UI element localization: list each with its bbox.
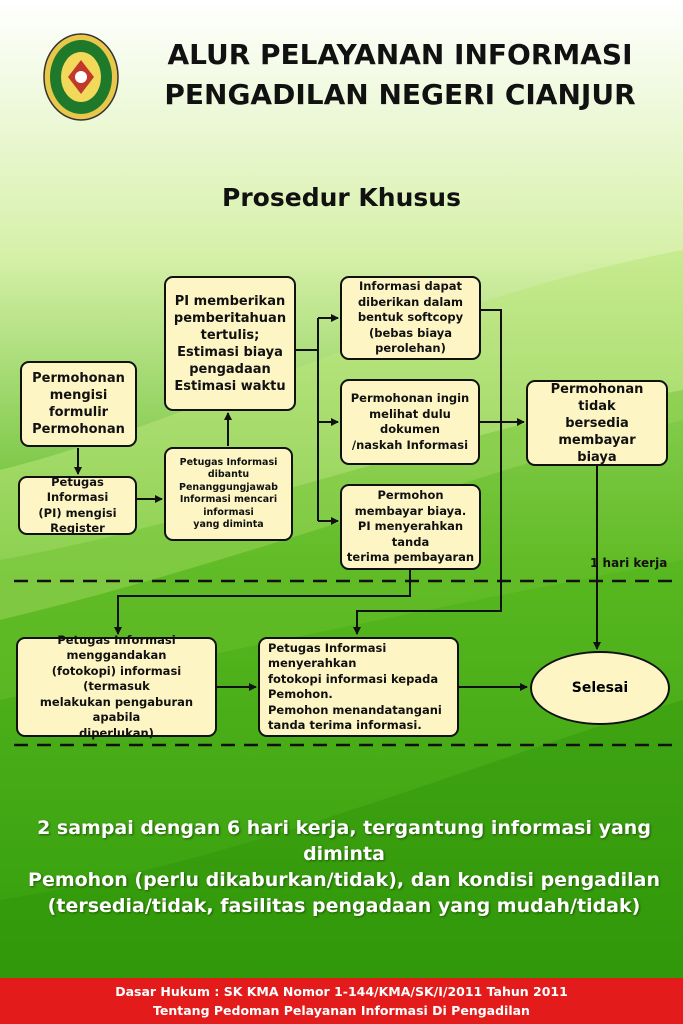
footer-line-2: Tentang Pedoman Pelayanan Informasi Di P… (153, 1003, 530, 1018)
box-petugas-register: Petugas Informasi(PI) mengisi Register (18, 475, 137, 535)
footer-line-1: Dasar Hukum : SK KMA Nomor 1-144/KMA/SK/… (115, 984, 568, 999)
title-line-1: ALUR PELAYANAN INFORMASI (167, 38, 633, 71)
end-selesai: Selesai (530, 651, 670, 725)
duration-note: 2 sampai dengan 6 hari kerja, tergantung… (28, 817, 660, 917)
hari-kerja-label: 1 hari kerja (590, 556, 668, 570)
title-line-2: PENGADILAN NEGERI CIANJUR (164, 78, 636, 111)
box-petugas-menggandakan: Petugas Informasi menggandakan(fotokopi)… (16, 633, 217, 740)
box-pemohon-membayar: Permohon membayar biaya.PI menyerahkan t… (340, 484, 481, 570)
subtitle: Prosedur Khusus (222, 183, 461, 212)
footer-legal-basis: Dasar Hukum : SK KMA Nomor 1-144/KMA/SK/… (0, 978, 683, 1024)
court-logo (43, 33, 119, 121)
